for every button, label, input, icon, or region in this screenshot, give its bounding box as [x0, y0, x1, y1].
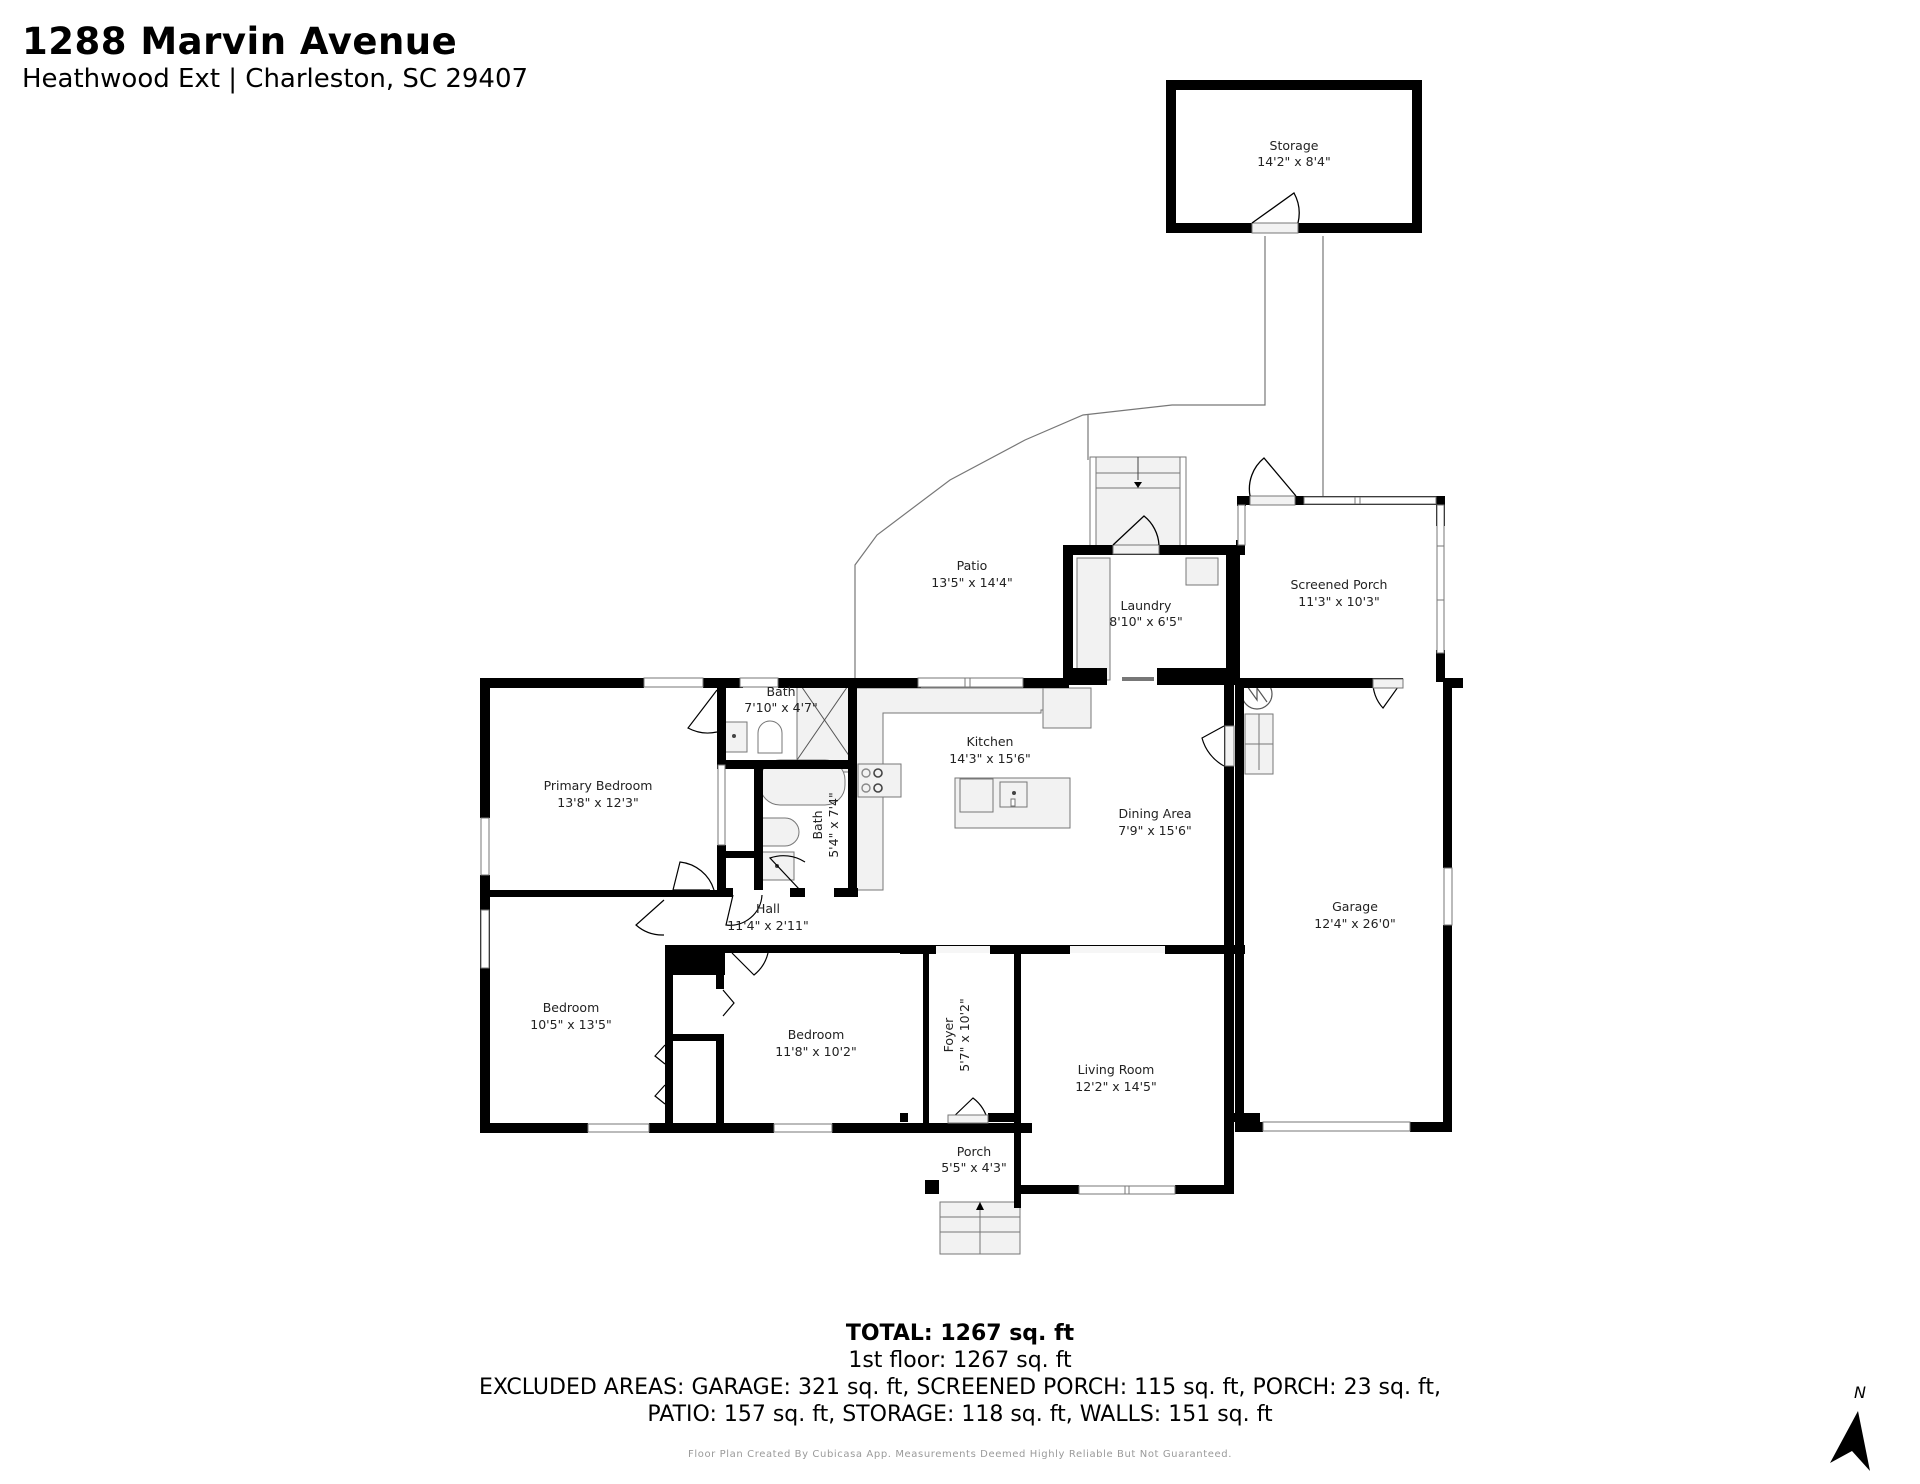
floor-1-area: 1st floor: 1267 sq. ft	[848, 1348, 1072, 1373]
room-name-storage: Storage	[1270, 138, 1319, 153]
room-labels: Storage 14'2" x 8'4" Patio 13'5" x 14'4"…	[530, 138, 1395, 1175]
room-dims-storage: 14'2" x 8'4"	[1257, 154, 1330, 169]
bath-door-icon	[687, 689, 718, 734]
room-name-dining-area: Dining Area	[1118, 806, 1191, 821]
room-name-garage: Garage	[1332, 899, 1378, 914]
room-name-bedroom-1: Bedroom	[543, 1000, 600, 1015]
north-arrow-icon	[1830, 1411, 1870, 1471]
north-label: N	[1854, 1383, 1866, 1402]
total-area: TOTAL: 1267 sq. ft	[845, 1321, 1075, 1346]
room-name-hall: Hall	[756, 901, 780, 916]
disclaimer: Floor Plan Created By Cubicasa App. Meas…	[688, 1449, 1232, 1460]
room-name-bedroom-2: Bedroom	[788, 1027, 845, 1042]
room-dims-primary-bedroom: 13'8" x 12'3"	[557, 795, 638, 810]
room-name-living-room: Living Room	[1078, 1062, 1155, 1077]
room-dims-bath-1: 7'10" x 4'7"	[744, 700, 817, 715]
room-dims-bedroom-1: 10'5" x 13'5"	[530, 1017, 611, 1032]
room-dims-bath-2: 5'4" x 7'4"	[826, 792, 841, 858]
room-dims-laundry: 8'10" x 6'5"	[1109, 614, 1182, 629]
room-name-foyer: Foyer	[941, 1017, 956, 1052]
laundry-room	[1063, 515, 1263, 685]
garage-entry-door-icon	[1201, 725, 1225, 767]
room-dims-foyer: 5'7" x 10'2"	[957, 998, 972, 1071]
walls	[480, 678, 1463, 1208]
room-name-porch: Porch	[957, 1144, 991, 1159]
excluded-areas-line-2: PATIO: 157 sq. ft, STORAGE: 118 sq. ft, …	[647, 1402, 1273, 1427]
primary-bedroom-door-icon	[672, 861, 715, 891]
room-dims-patio: 13'5" x 14'4"	[931, 575, 1012, 590]
room-name-kitchen: Kitchen	[967, 734, 1014, 749]
room-dims-bedroom-2: 11'8" x 10'2"	[775, 1044, 856, 1059]
excluded-areas-line-1: EXCLUDED AREAS: GARAGE: 321 sq. ft, SCRE…	[479, 1375, 1441, 1400]
room-name-screened-porch: Screened Porch	[1291, 577, 1388, 592]
room-dims-porch: 5'5" x 4'3"	[941, 1160, 1007, 1175]
room-dims-dining-area: 7'9" x 15'6"	[1118, 823, 1191, 838]
storage-building	[1166, 80, 1422, 234]
screened-porch-door-icon	[1248, 457, 1297, 497]
room-name-bath-1: Bath	[766, 684, 795, 699]
storage-door-icon	[1251, 192, 1300, 224]
bath-2-door-icon	[768, 855, 806, 891]
room-name-laundry: Laundry	[1121, 598, 1173, 613]
porch-stairs	[939, 1201, 1021, 1255]
property-location-subtitle: Heathwood Ext | Charleston, SC 29407	[22, 64, 529, 94]
room-name-bath-2: Bath	[810, 810, 825, 839]
room-dims-living-room: 12'2" x 14'5"	[1075, 1079, 1156, 1094]
room-dims-hall: 11'4" x 2'11"	[727, 918, 808, 933]
patio-outline	[854, 236, 1324, 680]
laundry-door-icon	[1112, 515, 1160, 546]
room-dims-kitchen: 14'3" x 15'6"	[949, 751, 1030, 766]
bedroom-2-door-icon	[731, 952, 769, 976]
laundry-stairs	[1089, 456, 1187, 551]
room-dims-garage: 12'4" x 26'0"	[1314, 916, 1395, 931]
stair-arrow-icon	[976, 1202, 984, 1210]
bath-1-fixtures	[719, 679, 853, 773]
screened-porch	[1237, 457, 1445, 682]
property-address-title: 1288 Marvin Avenue	[22, 20, 458, 63]
area-summary: TOTAL: 1267 sq. ft 1st floor: 1267 sq. f…	[0, 1320, 1920, 1428]
stair-arrow-icon	[1134, 482, 1142, 488]
room-name-primary-bedroom: Primary Bedroom	[544, 778, 653, 793]
compass: N	[1818, 1383, 1898, 1473]
room-dims-screened-porch: 11'3" x 10'3"	[1298, 594, 1379, 609]
kitchen-counters	[854, 687, 1092, 891]
windows	[480, 677, 1453, 1195]
room-name-patio: Patio	[957, 558, 988, 573]
